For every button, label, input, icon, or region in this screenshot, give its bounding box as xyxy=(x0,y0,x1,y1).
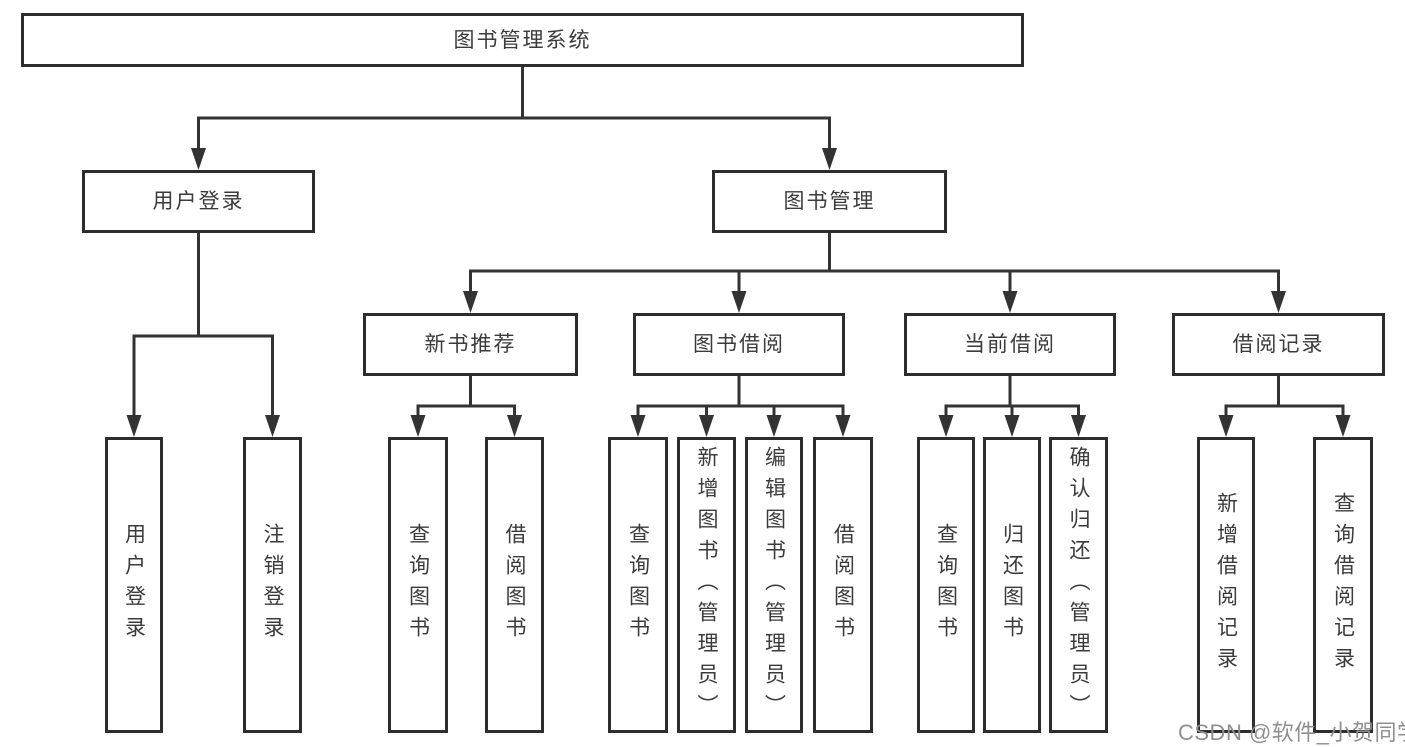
arrowhead-icon xyxy=(731,291,747,313)
node-label-user-login: 用户登录 xyxy=(122,523,146,647)
node-label-borrow-books-1: 借阅图书 xyxy=(503,523,526,647)
node-book-borrowing: 图书借阅 xyxy=(633,313,845,376)
node-book-management: 图书管理 xyxy=(712,170,947,233)
node-label-edit-book-admin: 编辑图书（管理员） xyxy=(762,445,786,725)
node-label-user-login-module: 用户登录 xyxy=(152,190,245,213)
node-system-root: 图书管理系统 xyxy=(21,13,1024,67)
arrowhead-icon xyxy=(463,291,478,313)
node-user-login: 用户登录 xyxy=(105,437,163,733)
arrowhead-icon xyxy=(265,415,280,437)
arrowhead-icon xyxy=(191,148,206,170)
node-current-borrowing: 当前借阅 xyxy=(904,313,1116,376)
arrowhead-icon xyxy=(766,415,782,437)
watermark-text: CSDN @软件_小贺同学 xyxy=(1178,720,1405,745)
node-user-login-module: 用户登录 xyxy=(82,170,315,233)
node-label-return-books: 归还图书 xyxy=(1000,523,1024,647)
arrowhead-icon xyxy=(1071,415,1086,437)
arrowhead-icon xyxy=(1004,415,1020,437)
node-add-borrow-record: 新增借阅记录 xyxy=(1197,437,1255,733)
arrowhead-icon xyxy=(507,415,522,437)
node-label-current-borrowing: 当前借阅 xyxy=(964,333,1056,356)
arrowhead-icon xyxy=(410,415,426,437)
arrowhead-icon xyxy=(699,415,714,437)
node-borrow-books-1: 借阅图书 xyxy=(485,437,544,733)
node-label-system-root: 图书管理系统 xyxy=(453,28,592,52)
node-confirm-return-admin: 确认归还（管理员） xyxy=(1049,437,1108,733)
arrowhead-icon xyxy=(1218,415,1234,437)
arrowhead-icon xyxy=(1271,291,1286,313)
node-label-borrowing-records: 借阅记录 xyxy=(1232,333,1325,356)
node-add-book-admin: 新增图书（管理员） xyxy=(677,437,736,733)
node-label-add-book-admin: 新增图书（管理员） xyxy=(695,445,718,725)
node-edit-book-admin: 编辑图书（管理员） xyxy=(745,437,803,733)
node-label-logout: 注销登录 xyxy=(261,523,284,647)
node-label-book-borrowing: 图书借阅 xyxy=(693,333,785,356)
arrowhead-icon xyxy=(126,415,142,437)
node-label-book-management: 图书管理 xyxy=(783,190,876,213)
node-return-books: 归还图书 xyxy=(983,437,1041,733)
arrowhead-icon xyxy=(822,148,837,170)
arrowhead-icon xyxy=(1335,415,1351,437)
node-label-add-borrow-record: 新增借阅记录 xyxy=(1214,492,1238,678)
arrowhead-icon xyxy=(630,415,646,437)
arrowhead-icon xyxy=(835,415,851,437)
node-query-books-3: 查询图书 xyxy=(917,437,975,733)
node-borrow-books-2: 借阅图书 xyxy=(813,437,873,733)
node-query-books-1: 查询图书 xyxy=(388,437,448,733)
node-label-new-book-recommend: 新书推荐 xyxy=(424,333,517,356)
node-query-borrow-record: 查询借阅记录 xyxy=(1313,437,1373,733)
node-logout: 注销登录 xyxy=(243,437,302,733)
node-label-borrow-books-2: 借阅图书 xyxy=(831,523,855,647)
node-label-query-books-2: 查询图书 xyxy=(626,523,650,647)
arrowhead-icon xyxy=(1002,291,1018,313)
node-label-query-books-1: 查询图书 xyxy=(406,523,430,647)
arrowhead-icon xyxy=(938,415,954,437)
node-borrowing-records: 借阅记录 xyxy=(1172,313,1385,376)
node-label-confirm-return-admin: 确认归还（管理员） xyxy=(1067,445,1090,725)
node-label-query-borrow-record: 查询借阅记录 xyxy=(1331,492,1355,678)
node-label-query-books-3: 查询图书 xyxy=(934,523,958,647)
node-query-books-2: 查询图书 xyxy=(608,437,668,733)
node-new-book-recommend: 新书推荐 xyxy=(363,313,578,376)
